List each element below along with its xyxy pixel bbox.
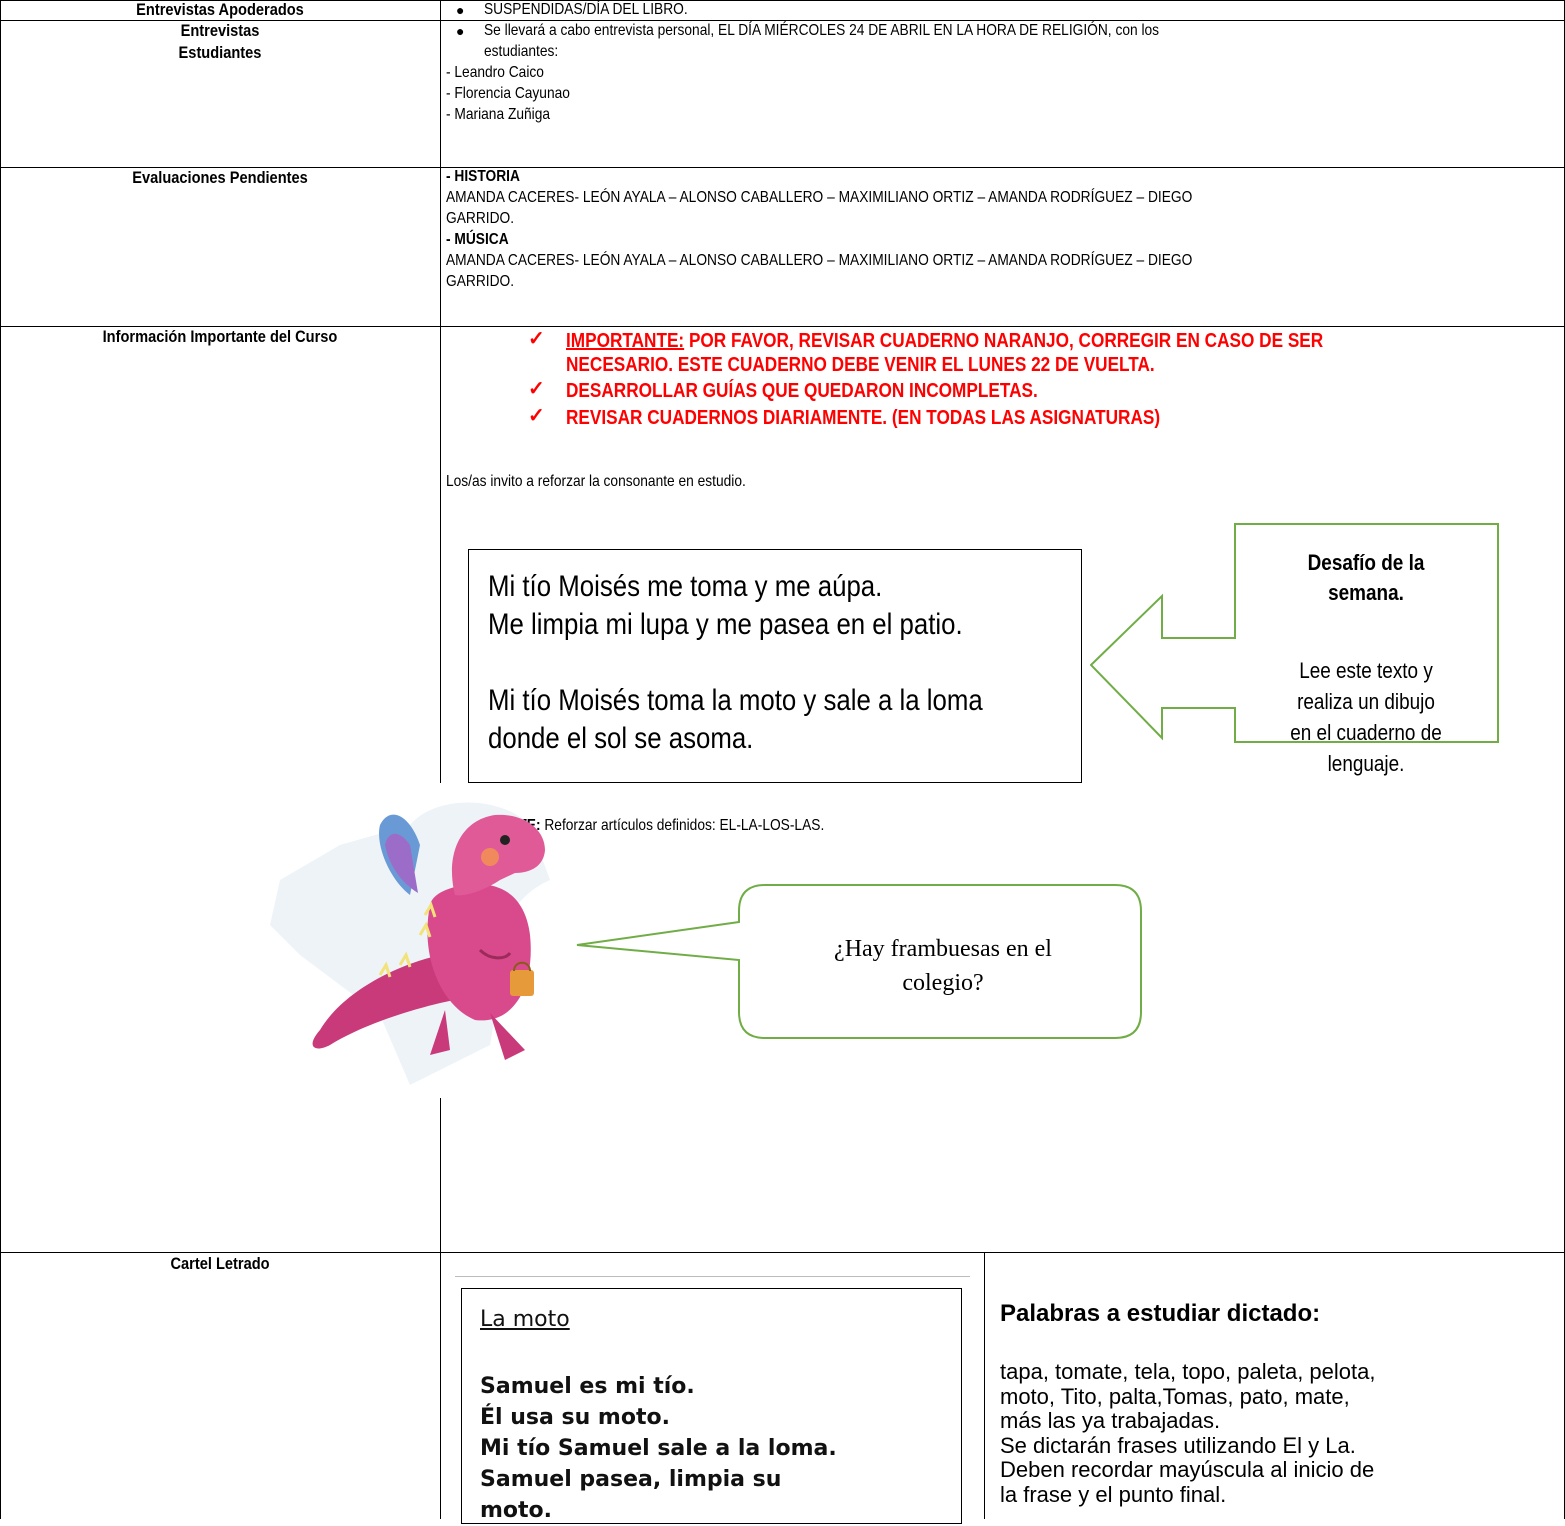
- poem-line: Mi tío Moisés me toma y me aúpa.: [488, 570, 883, 603]
- student-item: - Leandro Caico: [446, 64, 544, 81]
- story-title: La moto: [480, 1307, 570, 1332]
- subject-musica: - MÚSICA: [446, 231, 509, 248]
- student-item: - Florencia Cayunao: [446, 85, 570, 102]
- apoderados-text: SUSPENDIDAS/DÍA DEL LIBRO.: [484, 1, 688, 18]
- poem-line: Mi tío Moisés toma la moto y sale a la l…: [488, 684, 983, 717]
- invite-text: Los/as invito a reforzar la consonante e…: [446, 473, 746, 490]
- speech-bubble-text: ¿Hay frambuesas en el colegio?: [834, 936, 1052, 996]
- subject-historia: - HISTORIA: [446, 168, 520, 185]
- checkmark-icon: ✓: [528, 328, 545, 350]
- poem-line: Me limpia mi lupa y me pasea en el patio…: [488, 608, 963, 641]
- column-divider: [440, 0, 441, 783]
- words-line: Deben recordar mayúscula al inicio de: [1000, 1457, 1375, 1482]
- arrow-callout-shape: [1090, 523, 1499, 743]
- words-title: Palabras a estudiar dictado:: [1000, 1300, 1321, 1327]
- column-divider: [440, 1098, 441, 1519]
- important-item-1-line2: NECESARIO. ESTE CUADERNO DEBE VENIR EL L…: [566, 354, 1155, 376]
- challenge-title: Desafío de la semana.: [1307, 550, 1425, 605]
- table-border-left: [0, 0, 1, 1519]
- dragon-illustration-icon: [270, 802, 550, 1085]
- historia-students-line2: GARRIDO.: [446, 210, 515, 227]
- table-border-top: [0, 0, 1565, 1]
- historia-students-line1: AMANDA CACERES- LEÓN AYALA – ALONSO CABA…: [446, 189, 1193, 206]
- speech-bubble-shape: [576, 884, 1142, 1039]
- inner-rule: [455, 1276, 970, 1277]
- story-line: Él usa su moto.: [480, 1405, 670, 1430]
- column-divider: [984, 1252, 985, 1519]
- musica-students-line2: GARRIDO.: [446, 273, 515, 290]
- words-line: Se dictarán frases utilizando El y La.: [1000, 1432, 1356, 1458]
- row-divider: [0, 20, 1565, 21]
- entrevista-text-line2: estudiantes:: [484, 43, 559, 60]
- bullet-dot-icon: ●: [456, 2, 465, 18]
- words-line: la frase y el punto final.: [1000, 1481, 1227, 1507]
- story-box: La moto Samuel es mi tío. Él usa su moto…: [461, 1288, 962, 1524]
- row-divider: [0, 326, 1565, 327]
- challenge-body: Lee este texto y realiza un dibujo en el…: [1290, 658, 1442, 776]
- important-item-3: REVISAR CUADERNOS DIARIAMENTE. (EN TODAS…: [566, 407, 1161, 429]
- checkmark-icon: ✓: [528, 405, 545, 427]
- label-cartel-letrado: Cartel Letrado: [170, 1254, 270, 1273]
- row-divider: [0, 167, 1565, 168]
- label-estudiantes: Estudiantes: [178, 43, 262, 62]
- musica-students-line1: AMANDA CACERES- LEÓN AYALA – ALONSO CABA…: [446, 252, 1193, 269]
- checkmark-icon: ✓: [528, 378, 545, 400]
- entrevista-text-line1: Se llevará a cabo entrevista personal, E…: [484, 22, 1160, 39]
- story-line: moto.: [480, 1498, 553, 1523]
- label-evaluaciones-pendientes: Evaluaciones Pendientes: [132, 168, 308, 187]
- words-line: tapa, tomate, tela, topo, paleta, pelota…: [1000, 1359, 1376, 1384]
- story-line: Samuel es mi tío.: [480, 1374, 695, 1399]
- words-line: moto, Tito, palta,Tomas, pato, mate,: [1000, 1383, 1350, 1409]
- row-divider: [0, 1252, 1565, 1253]
- story-line: Samuel pasea, limpia su: [480, 1467, 782, 1492]
- label-informacion-importante: Información Importante del Curso: [102, 327, 338, 346]
- words-line: más las ya trabajadas.: [1000, 1408, 1221, 1433]
- poem-line: donde el sol se asoma.: [488, 722, 754, 755]
- label-entrevistas: Entrevistas: [180, 21, 260, 40]
- story-line: Mi tío Samuel sale a la loma.: [480, 1436, 837, 1461]
- important-item-1: IMPORTANTE: POR FAVOR, REVISAR CUADERNO …: [566, 330, 1324, 352]
- important-item-2: DESARROLLAR GUÍAS QUE QUEDARON INCOMPLET…: [566, 380, 1038, 402]
- bullet-dot-icon: ●: [456, 23, 465, 39]
- poem-box: Mi tío Moisés me toma y me aúpa. Me limp…: [468, 549, 1082, 783]
- label-entrevistas-apoderados: Entrevistas Apoderados: [136, 0, 304, 19]
- student-item: - Mariana Zuñiga: [446, 106, 551, 123]
